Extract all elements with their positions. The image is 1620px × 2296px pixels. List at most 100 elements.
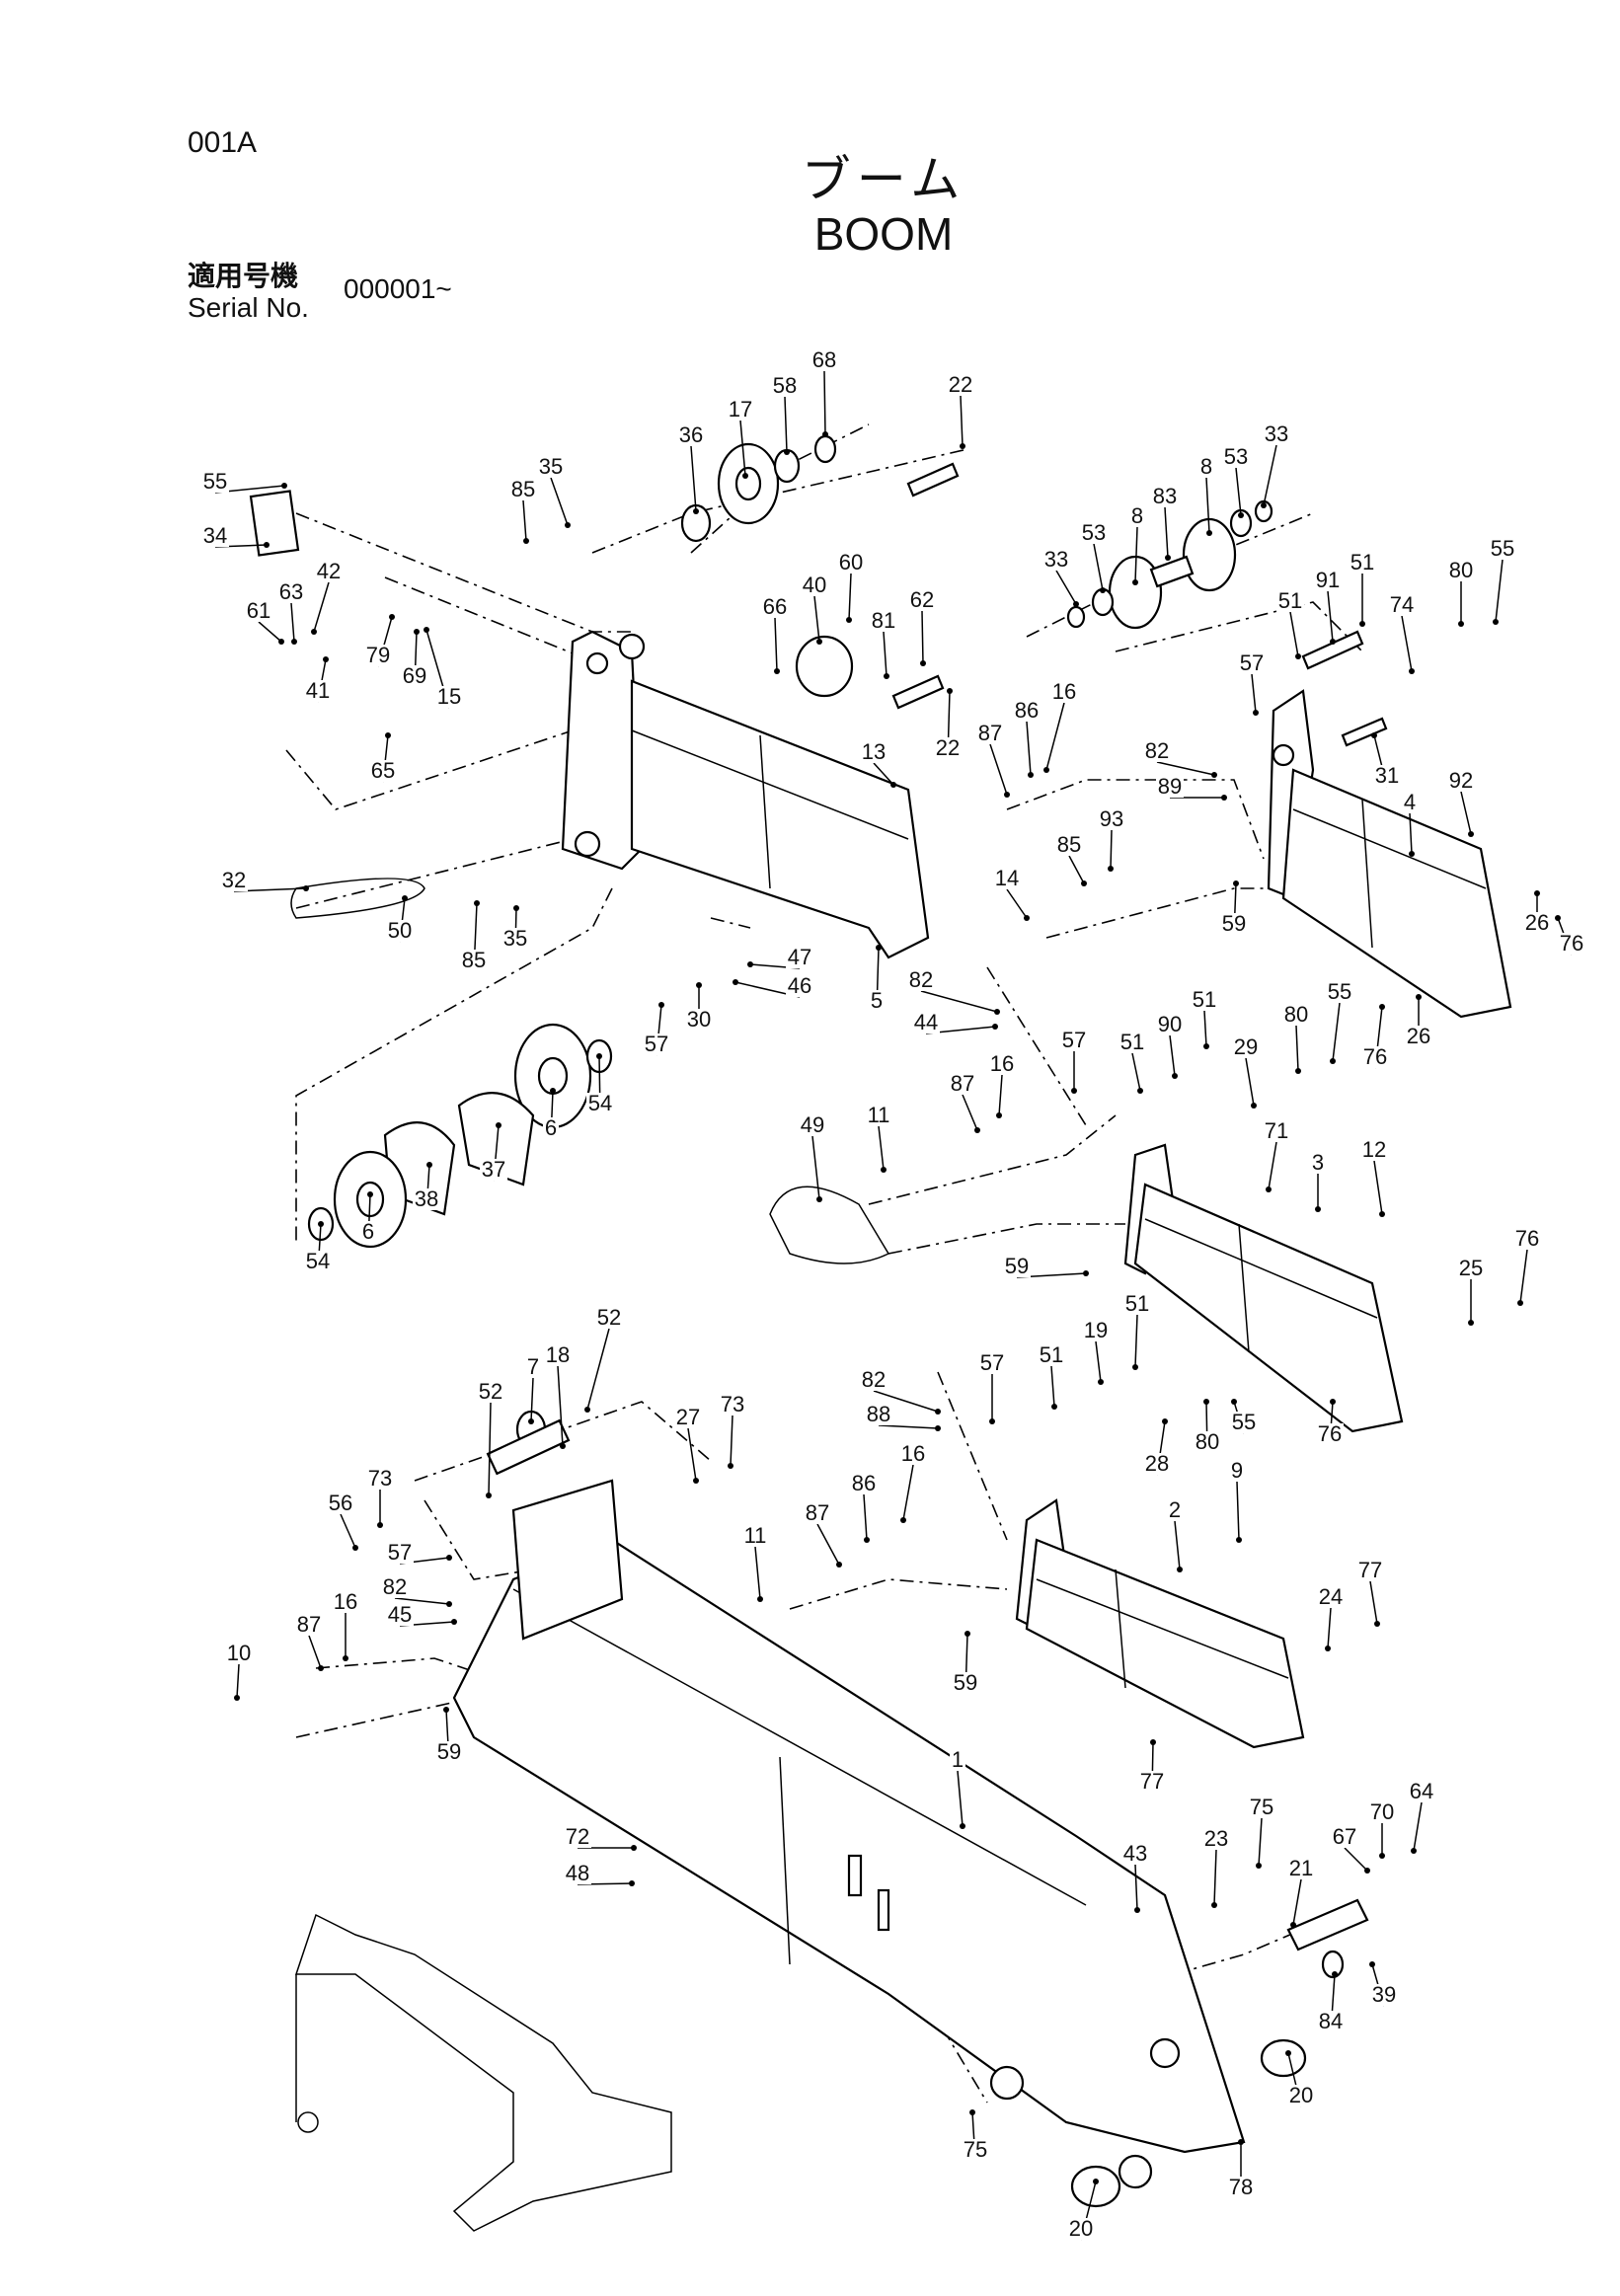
leader-dot [1253, 710, 1259, 716]
leader-line [258, 621, 282, 643]
part-number-label: 86 [852, 1471, 876, 1495]
part-number-label: 52 [479, 1379, 502, 1404]
callout-12: 12 [1360, 1137, 1388, 1217]
leader-dot [960, 443, 965, 449]
part-number-label: 89 [1158, 774, 1182, 799]
part-number-label: 87 [951, 1071, 974, 1096]
callout-55: 55 [1326, 979, 1353, 1064]
label-backdrop [1489, 538, 1516, 560]
part-number-label: 56 [329, 1491, 352, 1515]
leader-dot [747, 961, 753, 967]
leader-dot [1359, 621, 1365, 627]
part-number-label: 32 [222, 868, 246, 892]
leader-dot [560, 1443, 566, 1449]
leader-line [739, 420, 746, 477]
part-number-label: 12 [1362, 1137, 1386, 1162]
label-backdrop [1123, 1293, 1151, 1315]
callout-51: 51 [1119, 1030, 1146, 1094]
label-backdrop [401, 665, 428, 687]
label-backdrop [950, 1749, 965, 1771]
leader-line [1344, 1847, 1368, 1872]
part-number-label: 76 [1318, 1421, 1342, 1446]
label-backdrop [1402, 792, 1418, 813]
callout-19: 19 [1082, 1318, 1110, 1385]
label-backdrop [386, 920, 414, 942]
leader-line [883, 631, 887, 677]
leader-dot [1517, 1300, 1523, 1306]
leader-line [1369, 1580, 1378, 1625]
part-number-label: 75 [1250, 1795, 1273, 1819]
label-backdrop [1080, 522, 1108, 544]
part-number-label: 87 [297, 1612, 321, 1637]
part-number-label: 51 [1278, 588, 1302, 613]
part-number-label: 93 [1100, 806, 1123, 831]
leader-dot [1534, 890, 1540, 896]
callout-16: 16 [1043, 679, 1078, 773]
label-backdrop [1263, 423, 1290, 445]
part-number-label: 46 [788, 973, 811, 998]
callout-51: 51 [1191, 987, 1218, 1049]
leader-line [1519, 1249, 1528, 1304]
leader-dot [311, 629, 317, 635]
leader-line [1006, 888, 1028, 919]
label-backdrop [870, 610, 897, 632]
callout-36: 36 [677, 422, 705, 514]
part-number-label: 82 [1145, 738, 1169, 763]
callout-89: 89 [1156, 774, 1227, 801]
callout-87: 87 [949, 1071, 980, 1133]
leader-line [754, 1546, 761, 1600]
part-number-label: 60 [839, 550, 863, 574]
part-number-label: 67 [1333, 1824, 1356, 1849]
part-number-label: 75 [964, 2137, 987, 2162]
part-number-label: 64 [1410, 1779, 1433, 1803]
leader-line [848, 573, 852, 621]
callout-59: 59 [435, 1707, 463, 1764]
leader-dot [377, 1522, 383, 1528]
part-number-label: 52 [597, 1305, 621, 1330]
leader-dot [1468, 1320, 1474, 1326]
leader-dot [1379, 1004, 1385, 1010]
part-number-label: 40 [803, 573, 826, 597]
label-backdrop [1042, 549, 1070, 571]
leader-dot [1330, 1058, 1336, 1064]
part-number-label: 51 [1193, 987, 1216, 1012]
part-number-label: 72 [566, 1824, 589, 1849]
label-backdrop [1282, 1004, 1310, 1026]
part-number-label: 81 [872, 608, 895, 633]
leader-dot [1177, 1567, 1183, 1572]
part-number-label: 61 [247, 598, 270, 623]
callout-58: 58 [771, 373, 799, 455]
part-number-label: 91 [1316, 568, 1340, 592]
part-number-label: 51 [1120, 1030, 1144, 1054]
leader-line [902, 1464, 914, 1521]
leader-dot [1256, 1863, 1262, 1869]
leader-line [1332, 1002, 1341, 1062]
leader-dot [367, 1191, 373, 1197]
label-backdrop [595, 1307, 623, 1329]
callout-76: 76 [1513, 1226, 1541, 1306]
part-number-label: 59 [1222, 911, 1246, 936]
leader-dot [658, 1002, 664, 1008]
label-backdrop [201, 525, 229, 547]
callout-20: 20 [1285, 2050, 1315, 2107]
part-number-label: 65 [371, 758, 395, 783]
label-backdrop [761, 596, 789, 618]
leader-line [1055, 570, 1077, 605]
leader-dot [1238, 512, 1244, 518]
leader-dot [234, 1695, 240, 1701]
leader-dot [1081, 880, 1087, 886]
label-backdrop [1013, 700, 1041, 722]
leader-line [1251, 673, 1257, 714]
leader-dot [935, 1425, 941, 1431]
label-backdrop [1198, 456, 1214, 478]
leader-dot [424, 627, 429, 633]
leader-dot [1071, 1088, 1077, 1094]
label-backdrop [1408, 1781, 1435, 1802]
part-number-label: 1 [952, 1747, 964, 1772]
callout-45: 45 [386, 1602, 457, 1627]
part-number-label: 71 [1265, 1118, 1288, 1143]
part-number-label: 85 [1057, 832, 1081, 857]
leader-line [586, 1328, 610, 1411]
label-backdrop [245, 600, 272, 622]
leader-dot [816, 639, 822, 645]
